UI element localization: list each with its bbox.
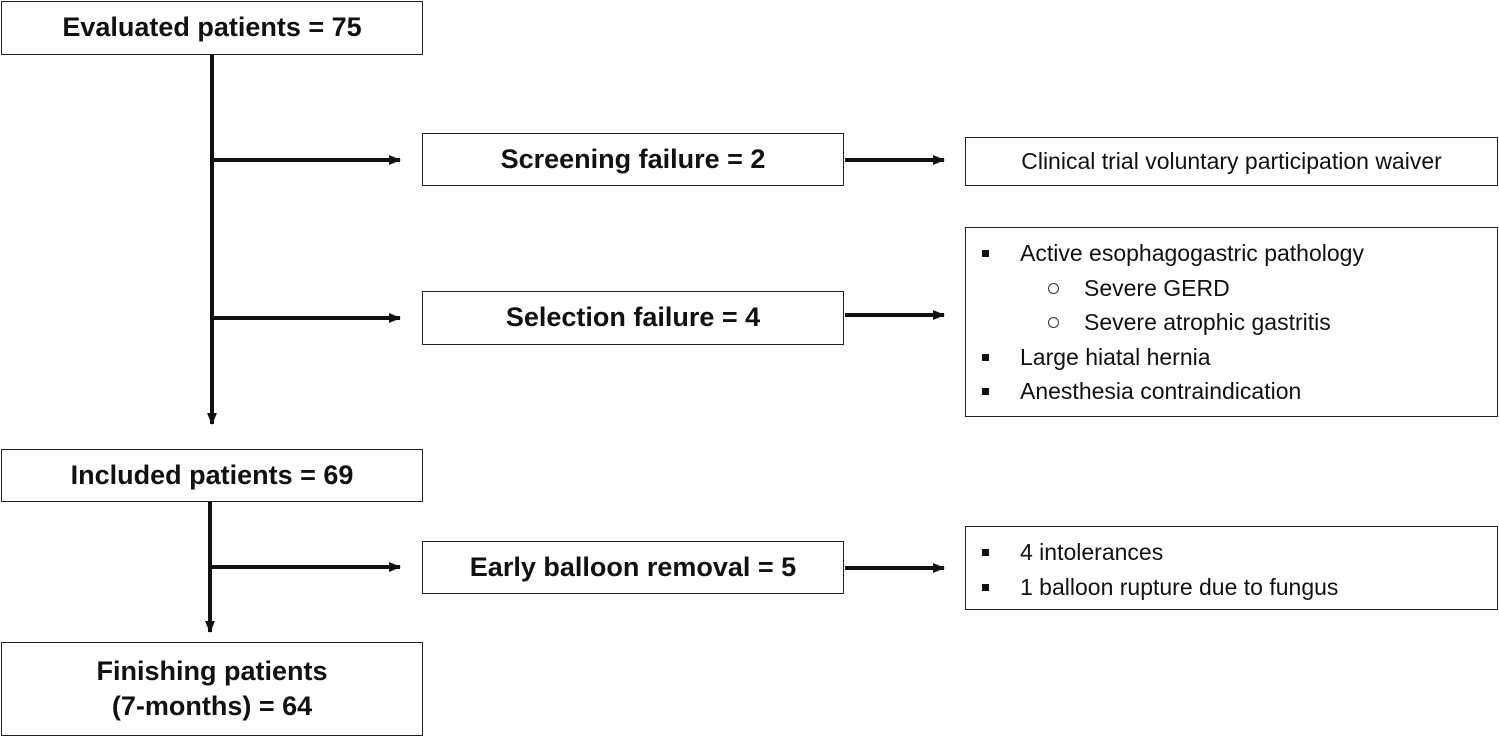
removal-reasons-box: 4 intolerances 1 balloon rupture due to … [965,526,1498,610]
included-patients-label: Included patients = 69 [70,459,354,490]
early-removal-box: Early balloon removal = 5 [422,541,844,594]
list-item-label: Active esophagogastric pathology [1020,240,1364,266]
evaluated-patients-label: Evaluated patients = 75 [62,12,362,43]
list-subitem-label: Severe atrophic gastritis [1084,309,1331,335]
list-item: 4 intolerances [966,535,1497,570]
list-item-label: 4 intolerances [1020,539,1164,565]
list-subitem: Severe GERD [966,271,1497,306]
finishing-patients-box: Finishing patients (7-months) = 64 [1,642,423,736]
square-bullet-icon [982,353,989,361]
circle-bullet-icon [1048,317,1059,328]
evaluated-patients-box: Evaluated patients = 75 [1,1,423,55]
selection-reasons-box: Active esophagogastric pathology Severe … [965,227,1498,417]
list-item: Large hiatal hernia [966,340,1497,375]
list-item: 1 balloon rupture due to fungus [966,570,1497,605]
list-subitem: Severe atrophic gastritis [966,305,1497,340]
list-item: Active esophagogastric pathology [966,236,1497,271]
list-item-label: Large hiatal hernia [1020,343,1211,370]
screening-reason-label: Clinical trial voluntary participation w… [1021,148,1442,174]
square-bullet-icon [982,583,989,591]
list-subitem-label: Severe GERD [1084,274,1230,301]
square-bullet-icon [982,388,989,395]
circle-bullet-icon [1048,282,1059,294]
selection-failure-label: Selection failure = 4 [505,302,761,333]
early-removal-label: Early balloon removal = 5 [469,551,797,582]
square-bullet-icon [982,549,989,556]
list-item-label: Anesthesia contraindication [1020,378,1302,404]
screening-failure-box: Screening failure = 2 [422,133,844,186]
included-patients-box: Included patients = 69 [1,449,423,502]
list-item: Anesthesia contraindication [966,374,1497,409]
screening-reason-box: Clinical trial voluntary participation w… [965,137,1498,186]
selection-failure-box: Selection failure = 4 [422,291,844,345]
screening-failure-label: Screening failure = 2 [500,143,766,174]
finishing-patients-label-line2: (7-months) = 64 [111,691,313,721]
list-item-label: 1 balloon rupture due to fungus [1020,573,1339,600]
finishing-patients-label-line1: Finishing patients [96,655,328,686]
square-bullet-icon [982,250,989,257]
